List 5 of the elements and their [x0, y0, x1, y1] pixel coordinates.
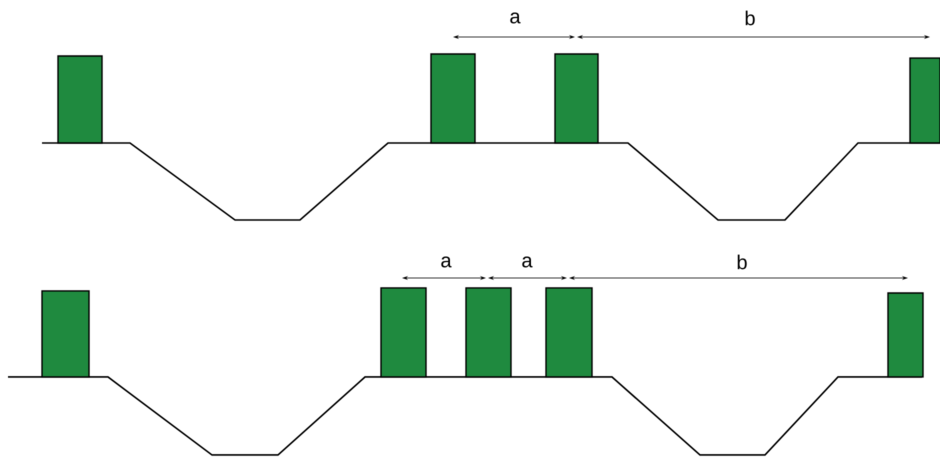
dimension-label: a: [441, 256, 452, 268]
dimension-label: a: [510, 12, 521, 24]
dimension-label: b: [738, 254, 747, 270]
dimension-label: b: [746, 10, 755, 26]
dimension-label: a: [522, 256, 533, 268]
